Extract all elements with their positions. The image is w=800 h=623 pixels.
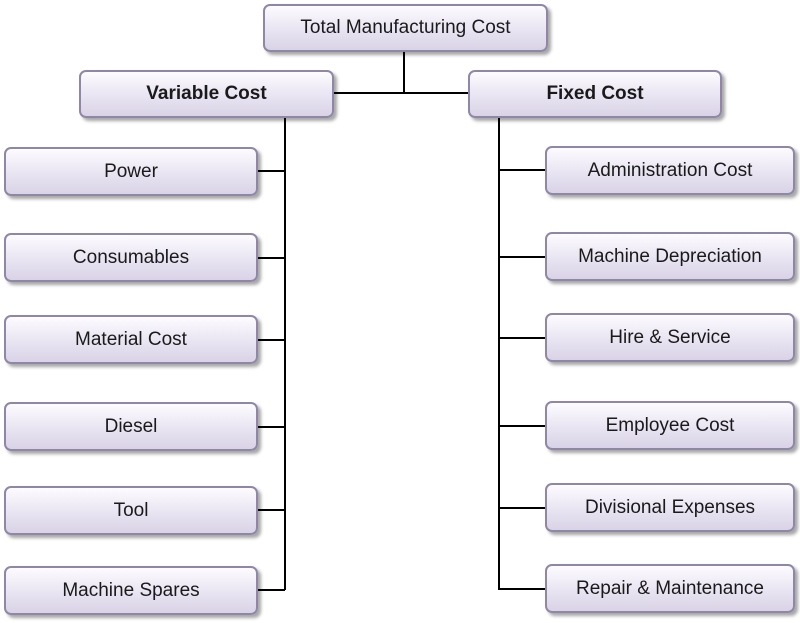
variable-item-tool: Tool <box>4 486 258 535</box>
fixed-item-administration-cost: Administration Cost <box>545 146 795 195</box>
node-fixed-cost: Fixed Cost <box>468 70 722 118</box>
fixed-item-machine-depreciation: Machine Depreciation <box>545 232 795 281</box>
node-variable-cost: Variable Cost <box>79 70 334 118</box>
fixed-item-employee-cost: Employee Cost <box>545 401 795 450</box>
fixed-item-hire-service: Hire & Service <box>545 313 795 362</box>
variable-item-power: Power <box>4 147 258 196</box>
variable-item-consumables: Consumables <box>4 233 258 282</box>
fixed-item-divisional-expenses: Divisional Expenses <box>545 483 795 532</box>
root-node-total-manufacturing-cost: Total Manufacturing Cost <box>263 4 548 52</box>
variable-item-material-cost: Material Cost <box>4 315 258 364</box>
variable-item-diesel: Diesel <box>4 402 258 451</box>
fixed-item-repair-maintenance: Repair & Maintenance <box>545 564 795 613</box>
variable-item-machine-spares: Machine Spares <box>4 566 258 615</box>
